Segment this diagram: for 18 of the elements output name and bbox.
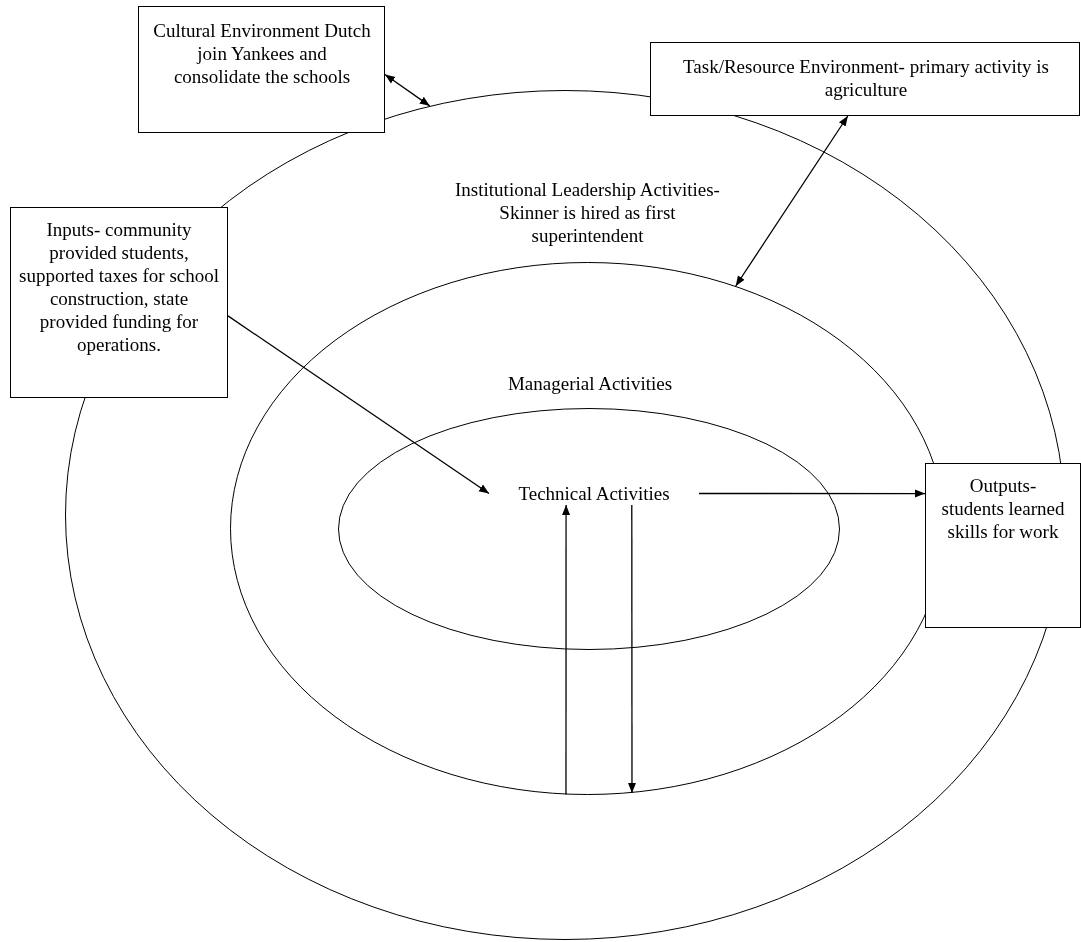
ellipse-ring bbox=[338, 408, 840, 650]
box-text: Inputs- community provided students, supported taxes for school construction, state provided funding for operations. bbox=[19, 218, 219, 356]
arrow bbox=[227, 315, 490, 495]
ring-label: Managerial Activities bbox=[506, 372, 674, 395]
ring-label: Institutional Leadership Activities- Skinner is hired as first superintendent bbox=[455, 178, 720, 247]
box-text: Task/Resource Environment- primary activity is agriculture bbox=[682, 55, 1050, 101]
arrow bbox=[698, 489, 926, 498]
arrow bbox=[384, 73, 431, 107]
text-box bbox=[10, 207, 228, 398]
arrow bbox=[562, 504, 571, 796]
arrow bbox=[628, 504, 636, 794]
box-text: Cultural Environment Dutch join Yankees and consolidate the schools bbox=[153, 19, 371, 88]
arrow bbox=[735, 115, 849, 287]
ring-label: Technical Activities bbox=[517, 482, 671, 505]
text-box bbox=[925, 463, 1081, 628]
text-box bbox=[138, 6, 385, 133]
text-box bbox=[650, 42, 1080, 116]
box-text: Outputs- students learned skills for work bbox=[940, 474, 1066, 543]
